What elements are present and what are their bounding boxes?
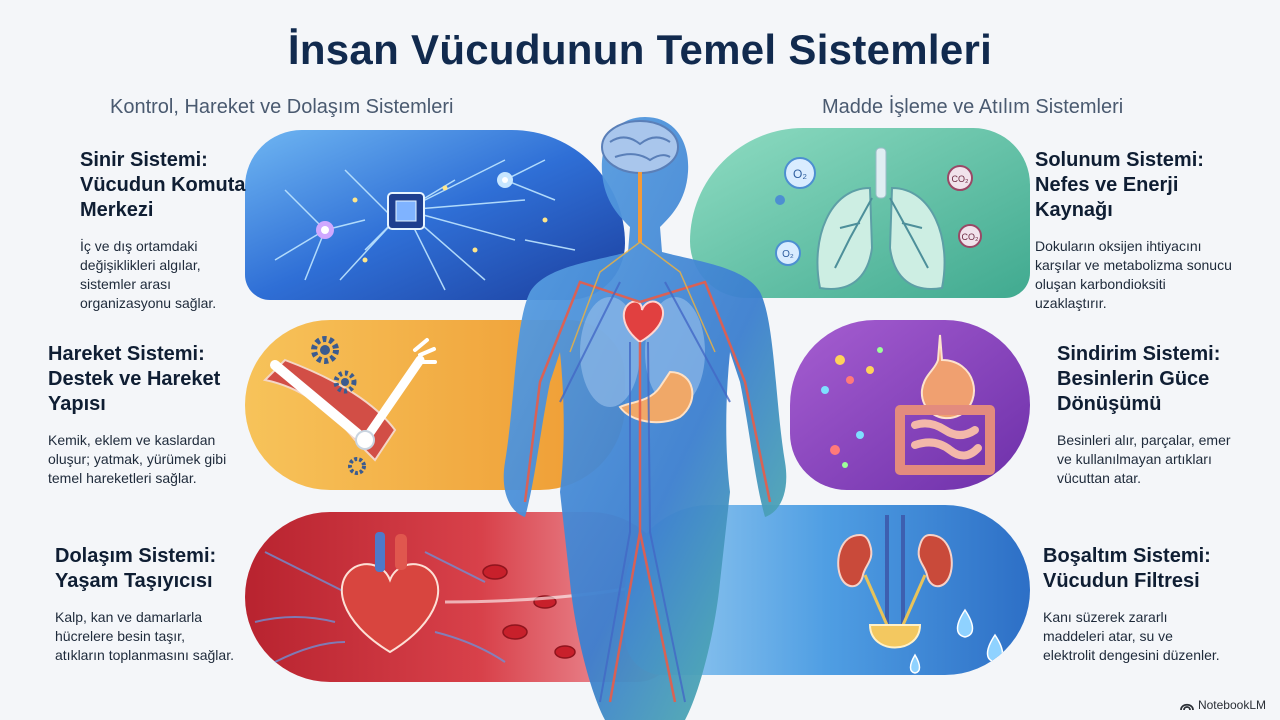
molecule-icon: CO₂ bbox=[947, 165, 973, 191]
svg-text:O₂: O₂ bbox=[793, 167, 807, 181]
movement-system-title: Hareket Sistemi: Destek ve Hareket Yapıs… bbox=[48, 343, 221, 415]
excretion-system-title: Boşaltım Sistemi: Vücudun Filtresi bbox=[1043, 545, 1211, 592]
heart-icon bbox=[622, 300, 665, 344]
heart-icon bbox=[340, 532, 440, 654]
kidney-icon bbox=[837, 533, 873, 588]
molecule-icon: O₂ bbox=[784, 157, 816, 189]
brain-icon bbox=[601, 120, 679, 174]
excretion-system-info: Boşaltım Sistemi: Vücudun Filtresi Kanı … bbox=[1043, 544, 1253, 665]
right-column-heading: Madde İşleme ve Atılım Sistemleri bbox=[822, 96, 1124, 118]
stomach-icon bbox=[920, 334, 975, 420]
svg-text:O₂: O₂ bbox=[782, 249, 794, 260]
digestion-system-title: Sindirim Sistemi: Besinlerin Güce Dönüşü… bbox=[1057, 343, 1221, 415]
stomach-icon bbox=[618, 370, 694, 424]
molecule-icon: O₂ bbox=[775, 240, 801, 266]
notebooklm-logo-icon bbox=[1180, 703, 1194, 711]
nerve-system-title: Sinir Sistemi: Vücudun Komuta Merkezi bbox=[80, 149, 246, 221]
movement-system-info: Hareket Sistemi: Destek ve Hareket Yapıs… bbox=[48, 342, 258, 488]
digestion-system-panel bbox=[790, 320, 1030, 490]
nerve-system-info: Sinir Sistemi: Vücudun Komuta Merkezi İç… bbox=[80, 148, 280, 313]
svg-text:CO₂: CO₂ bbox=[962, 232, 980, 242]
intestine-icon bbox=[895, 405, 995, 475]
gear-icon bbox=[333, 370, 357, 394]
respiration-system-panel: O₂ O₂ CO₂ CO₂ bbox=[690, 128, 1030, 298]
circulation-system-info: Dolaşım Sistemi: Yaşam Taşıyıcısı Kalp, … bbox=[55, 544, 265, 665]
gear-icon bbox=[311, 336, 339, 364]
bladder-icon bbox=[868, 624, 922, 649]
water-drop-icon bbox=[909, 608, 1004, 674]
nerve-system-description: İç ve dış ortamdaki değişiklikleri algıl… bbox=[80, 238, 217, 311]
respiration-system-title: Solunum Sistemi: Nefes ve Enerji Kaynağı bbox=[1035, 149, 1204, 221]
respiration-system-info: Solunum Sistemi: Nefes ve Enerji Kaynağı… bbox=[1035, 148, 1260, 313]
respiration-system-description: Dokuların oksijen ihtiyacını karşılar ve… bbox=[1035, 238, 1232, 311]
neuron-icon bbox=[316, 221, 334, 239]
digestion-system-description: Besinleri alır, parçalar, emer ve kullan… bbox=[1057, 432, 1231, 486]
gear-icon bbox=[348, 457, 366, 475]
page-title: İnsan Vücudunun Temel Sistemleri bbox=[287, 26, 993, 73]
movement-system-description: Kemik, eklem ve kaslardan oluşur; yatmak… bbox=[48, 432, 227, 486]
left-column-heading: Kontrol, Hareket ve Dolaşım Sistemleri bbox=[110, 96, 454, 118]
nerve-system-panel bbox=[245, 130, 625, 300]
kidney-icon bbox=[917, 533, 953, 588]
digestion-system-info: Sindirim Sistemi: Besinlerin Güce Dönüşü… bbox=[1057, 342, 1257, 488]
lungs-icon bbox=[816, 147, 946, 290]
molecule-icon: CO₂ bbox=[958, 224, 982, 248]
circulation-system-description: Kalp, kan ve damarlarla hücrelere besin … bbox=[55, 609, 234, 663]
arm-bone-icon bbox=[262, 338, 437, 462]
excretion-system-description: Kanı süzerek zararlı maddeleri atar, su … bbox=[1043, 609, 1220, 663]
human-body-figure bbox=[503, 117, 787, 720]
notebooklm-logo: NotebookLM bbox=[1180, 698, 1266, 712]
circulation-system-title: Dolaşım Sistemi: Yaşam Taşıyıcısı bbox=[55, 545, 217, 592]
svg-text:CO₂: CO₂ bbox=[952, 174, 970, 184]
neuron-icon bbox=[497, 172, 513, 188]
chip-icon bbox=[387, 192, 425, 230]
